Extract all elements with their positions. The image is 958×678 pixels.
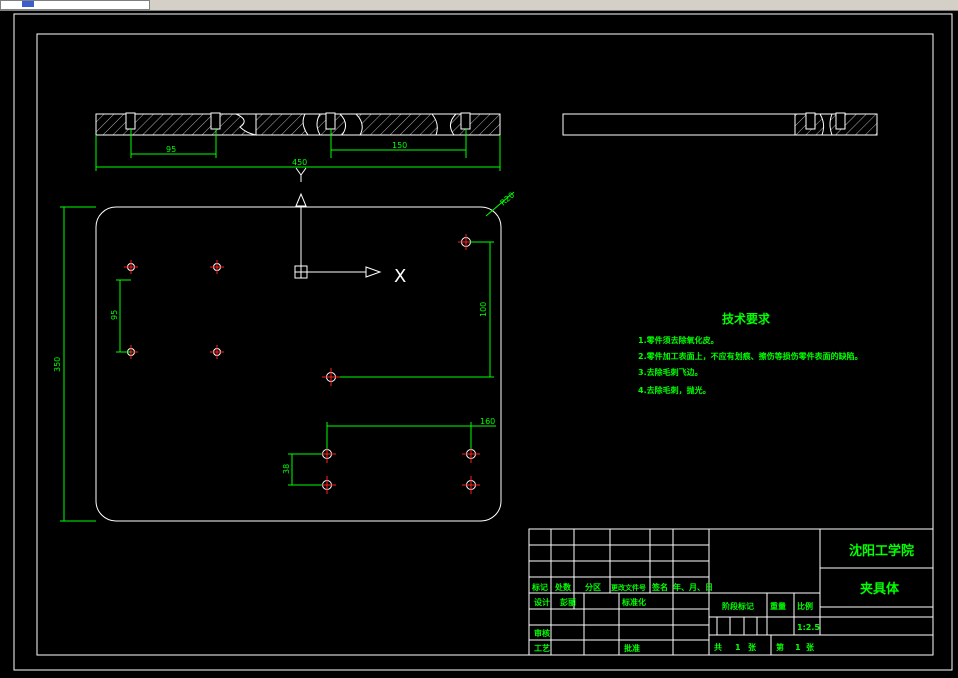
axis-x-label: X (394, 266, 406, 287)
section-break (302, 113, 321, 136)
coordinate-axes (294, 167, 382, 279)
plan-view: X Y (53, 167, 517, 522)
section-break (235, 113, 257, 136)
tb-approve: 批准 (624, 643, 640, 653)
plate-outline (95, 206, 502, 522)
tb-header: 更改文件号 (611, 583, 646, 592)
tb-sheet-total-num: 1 (735, 643, 741, 652)
dim-100: 100 (479, 302, 488, 317)
tech-title: 技术要求 (722, 311, 771, 326)
tb-scale-label: 比例 (797, 601, 813, 611)
tb-header: 标记 (531, 582, 548, 592)
inner-border (36, 33, 934, 656)
section-hatch (95, 113, 501, 136)
tb-school: 沈阳工学院 (849, 543, 914, 559)
toolbar-field[interactable] (0, 0, 150, 10)
tb-header: 处数 (554, 582, 572, 592)
tb-sheet-no: 第 (776, 642, 784, 652)
side-view (562, 112, 878, 136)
tb-stage-mark: 阶段标记 (722, 601, 754, 611)
dim-150: 150 (392, 141, 407, 150)
tb-sheet-total: 共 (714, 642, 722, 652)
tb-designer: 彭丽 (560, 597, 576, 607)
dim-38: 38 (282, 464, 291, 474)
tb-std-label: 标准化 (621, 597, 646, 607)
tech-item: 2.零件加工表面上，不应有划痕、擦伤等损伤零件表面的缺陷。 (638, 351, 863, 361)
axis-y-label: Y (297, 169, 298, 171)
tb-part-name: 夹具体 (860, 581, 900, 597)
tb-sheet-word2: 张 (806, 643, 815, 652)
section-break (338, 113, 363, 136)
tech-item: 4.去除毛刺，抛光。 (638, 385, 711, 395)
hole (124, 234, 480, 494)
section-break (430, 113, 458, 136)
app-icon (22, 1, 34, 7)
tb-header: 分区 (585, 582, 601, 592)
dim-160: 160 (480, 417, 495, 426)
dim-350: 350 (53, 357, 62, 372)
dim-95: 95 (166, 145, 176, 154)
outer-border (13, 13, 953, 671)
toolbar-strip (0, 0, 958, 11)
tb-weight: 重量 (770, 601, 786, 611)
section-view: 95 150 450 (95, 112, 501, 171)
cad-drawing[interactable]: 95 150 450 X Y (0, 10, 958, 678)
dim-r20: R20 (499, 191, 517, 208)
tb-sheet-no-num: 1 (795, 643, 801, 652)
tb-sheet-word: 张 (748, 643, 757, 652)
tb-header: 签名 (651, 582, 668, 592)
dim-95-vertical: 95 (110, 310, 119, 320)
tech-item: 3.去除毛刺飞边。 (638, 367, 703, 377)
tech-item: 1.零件须去除氧化皮。 (638, 335, 719, 345)
tb-design-label: 设计 (534, 597, 550, 607)
tb-process: 工艺 (534, 643, 550, 653)
dim-450: 450 (292, 158, 307, 167)
tb-header: 年、月、日 (673, 582, 713, 592)
tech-requirements: 技术要求 1.零件须去除氧化皮。 2.零件加工表面上，不应有划痕、擦伤等损伤零件… (638, 311, 863, 395)
tb-scale-value: 1:2.5 (797, 623, 820, 632)
title-block: 标记 处数 分区 更改文件号 签名 年、月、日 设计 彭丽 标准化 审核 工艺 … (528, 528, 934, 656)
tb-review: 审核 (534, 628, 550, 638)
